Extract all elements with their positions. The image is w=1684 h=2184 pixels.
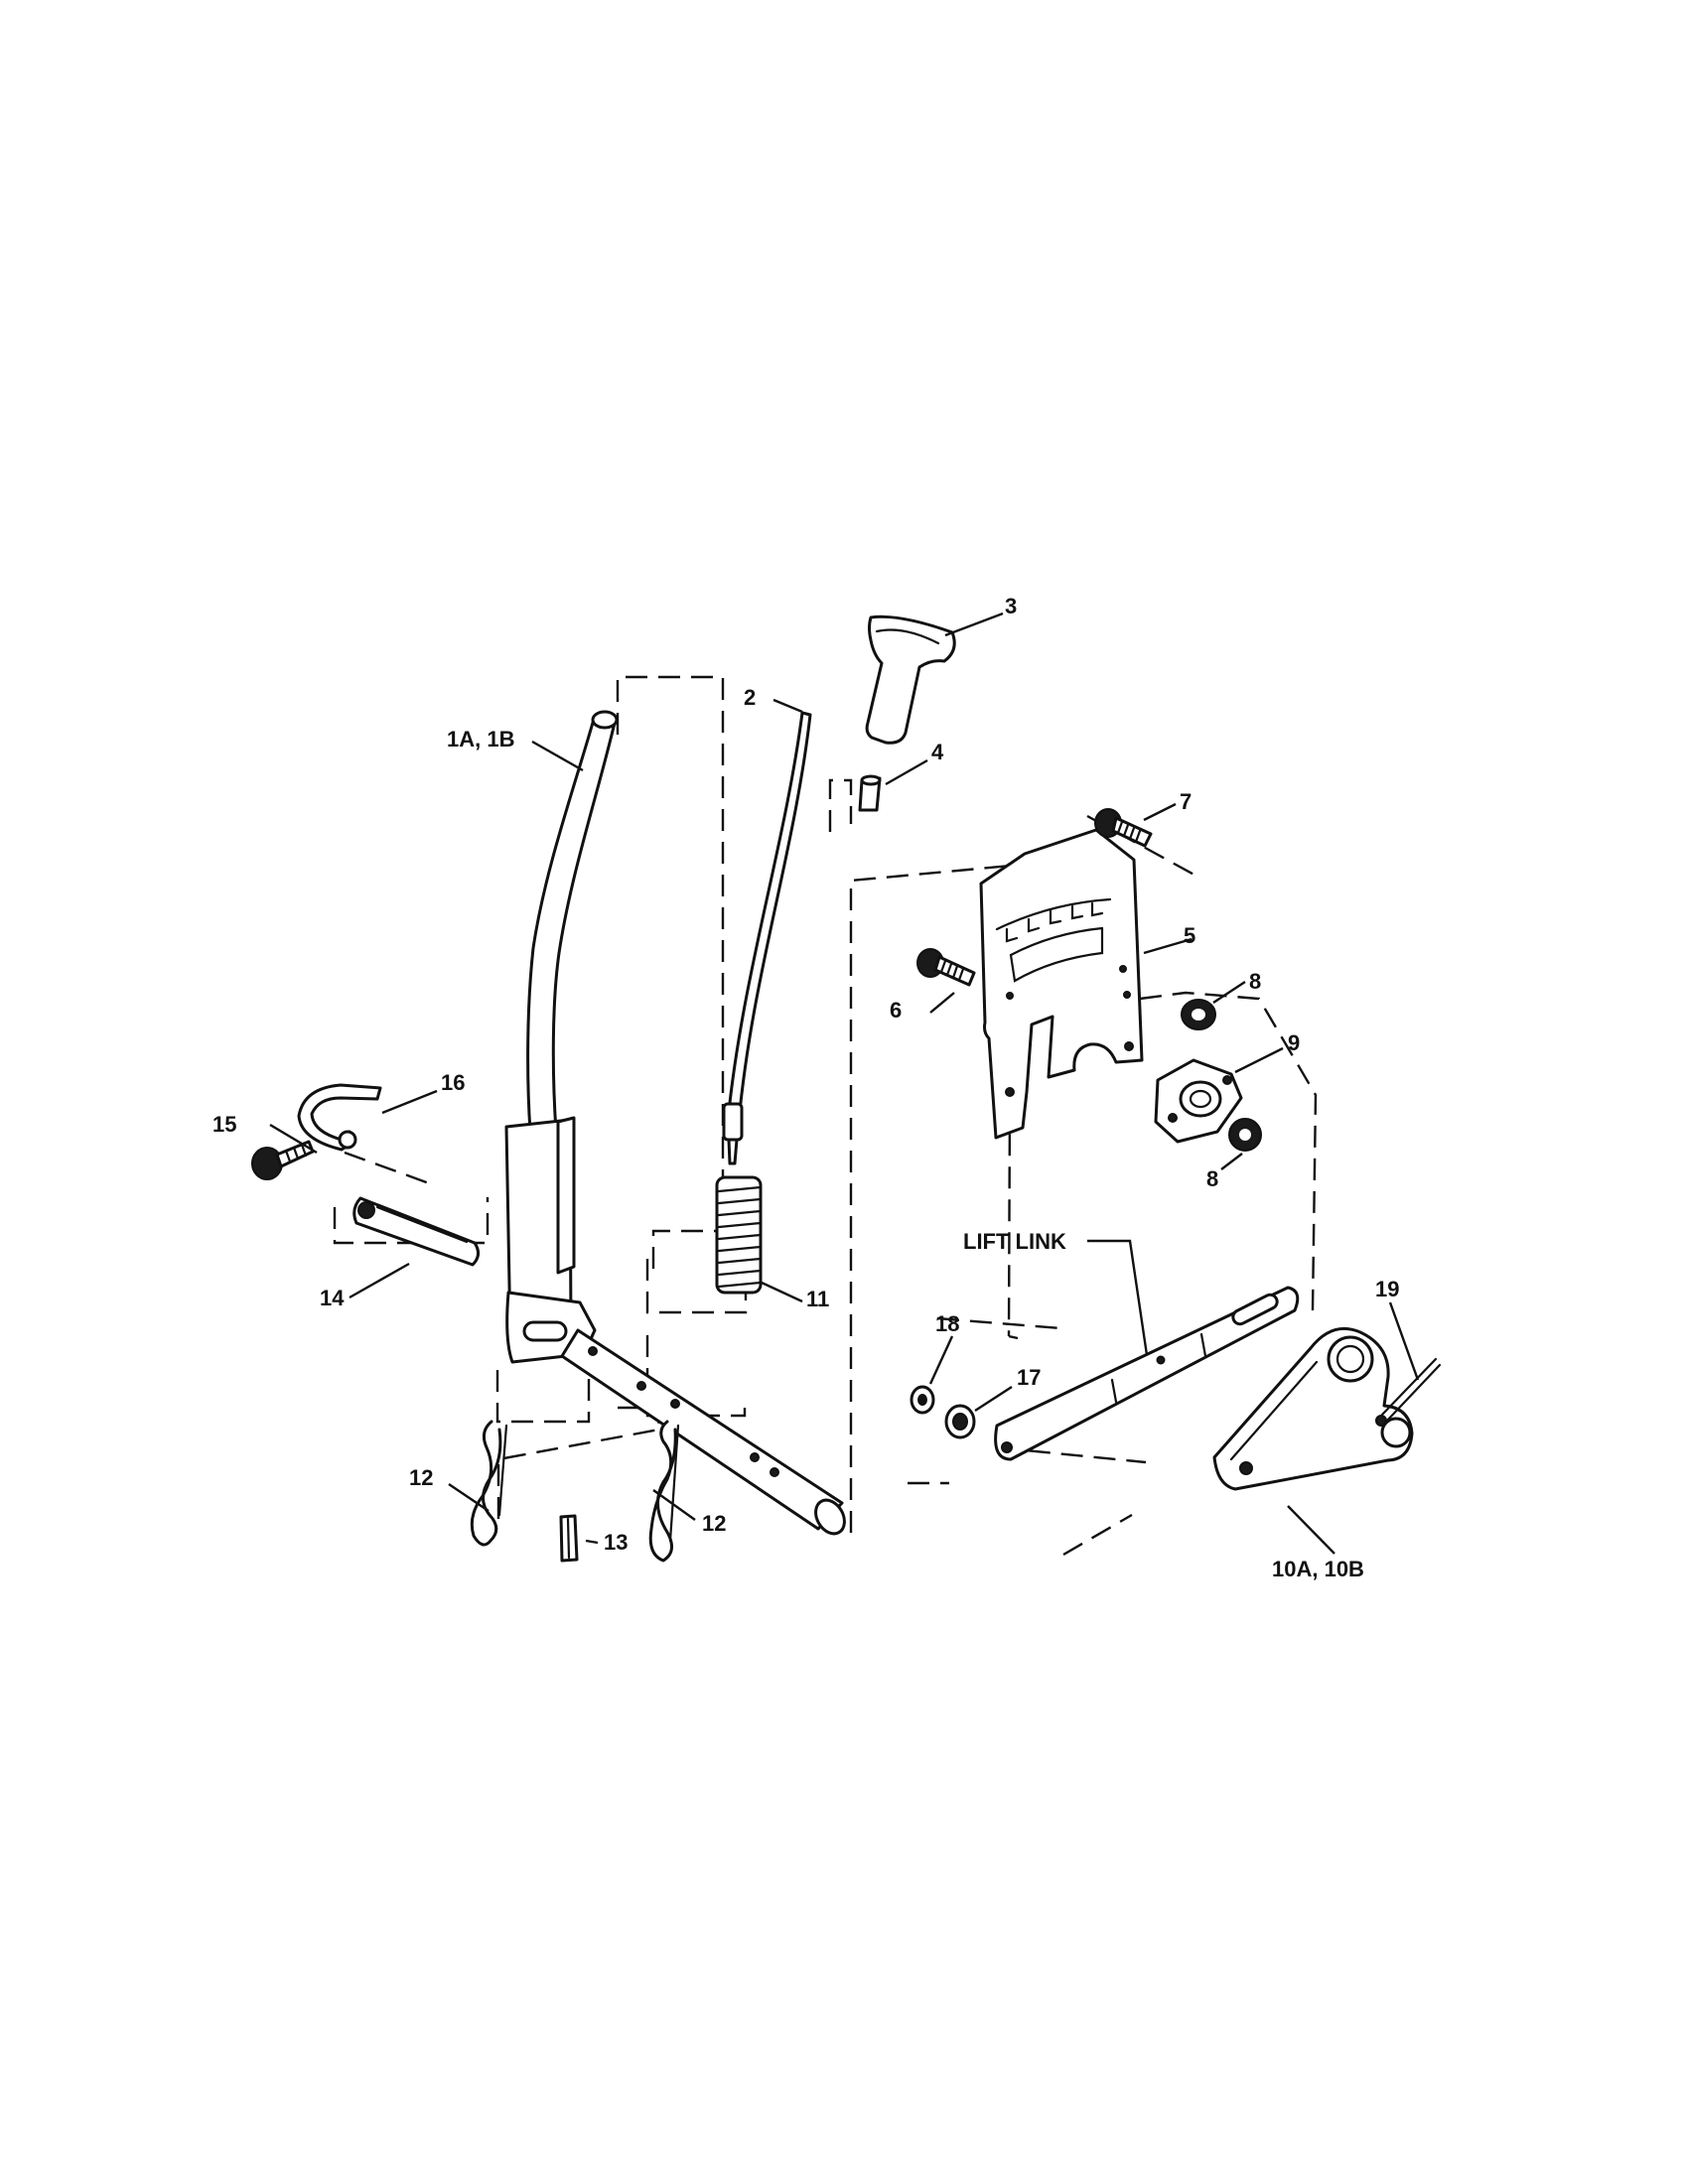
callout-17: 17 [1017,1365,1041,1390]
lift-link [994,1286,1300,1461]
callout-15: 15 [212,1112,236,1137]
bolt-7 [1094,808,1153,848]
lift-arm-bracket-10 [1212,1327,1414,1491]
hairpin-clip-12-right [648,1420,680,1563]
hairpin-clip-12-left [470,1420,508,1547]
callout-16: 16 [441,1070,465,1095]
bolt-6 [916,948,976,987]
callout-6: 6 [890,998,902,1023]
release-rod-2 [722,711,812,1165]
nut-8-upper [1181,999,1216,1030]
callout-10a-10b: 10A, 10B [1272,1557,1364,1581]
pin-4 [858,774,882,812]
lift-lever-1a-1b [504,710,846,1536]
callout-8-lower: 8 [1206,1166,1218,1191]
callout-5: 5 [1184,923,1195,948]
callout-9: 9 [1288,1030,1300,1055]
callout-13: 13 [604,1530,628,1555]
lift-link-label: LIFT LINK [963,1229,1066,1254]
callout-11: 11 [806,1287,829,1311]
callout-14: 14 [320,1286,345,1310]
nut-8-lower [1228,1118,1262,1152]
spring-11 [715,1175,763,1295]
callout-8-upper: 8 [1249,969,1261,994]
u-bracket-16 [297,1083,382,1152]
cotter-pin-19 [1375,1357,1442,1427]
callout-labels: 1A, 1B 2 3 4 5 6 7 8 8 9 10A, 10B 11 12 … [212,594,1399,1581]
flange-bearing-9 [1154,1058,1243,1144]
washer-17 [944,1404,976,1439]
callout-12-right: 12 [702,1511,726,1536]
knob-3 [865,614,956,745]
washer-18 [910,1385,935,1415]
callout-3: 3 [1005,594,1017,618]
screw-15 [251,1140,315,1180]
callout-2: 2 [744,685,756,710]
callout-19: 19 [1375,1277,1399,1301]
callout-1a-1b: 1A, 1B [447,727,514,751]
callout-7: 7 [1180,789,1192,814]
callout-4: 4 [931,740,944,764]
callout-leaders [269,612,1420,1555]
quadrant-bracket-5 [979,828,1144,1140]
callout-18: 18 [935,1311,959,1336]
link-bar-14 [352,1196,480,1267]
callout-12-left: 12 [409,1465,433,1490]
roll-pin-13 [559,1514,579,1563]
